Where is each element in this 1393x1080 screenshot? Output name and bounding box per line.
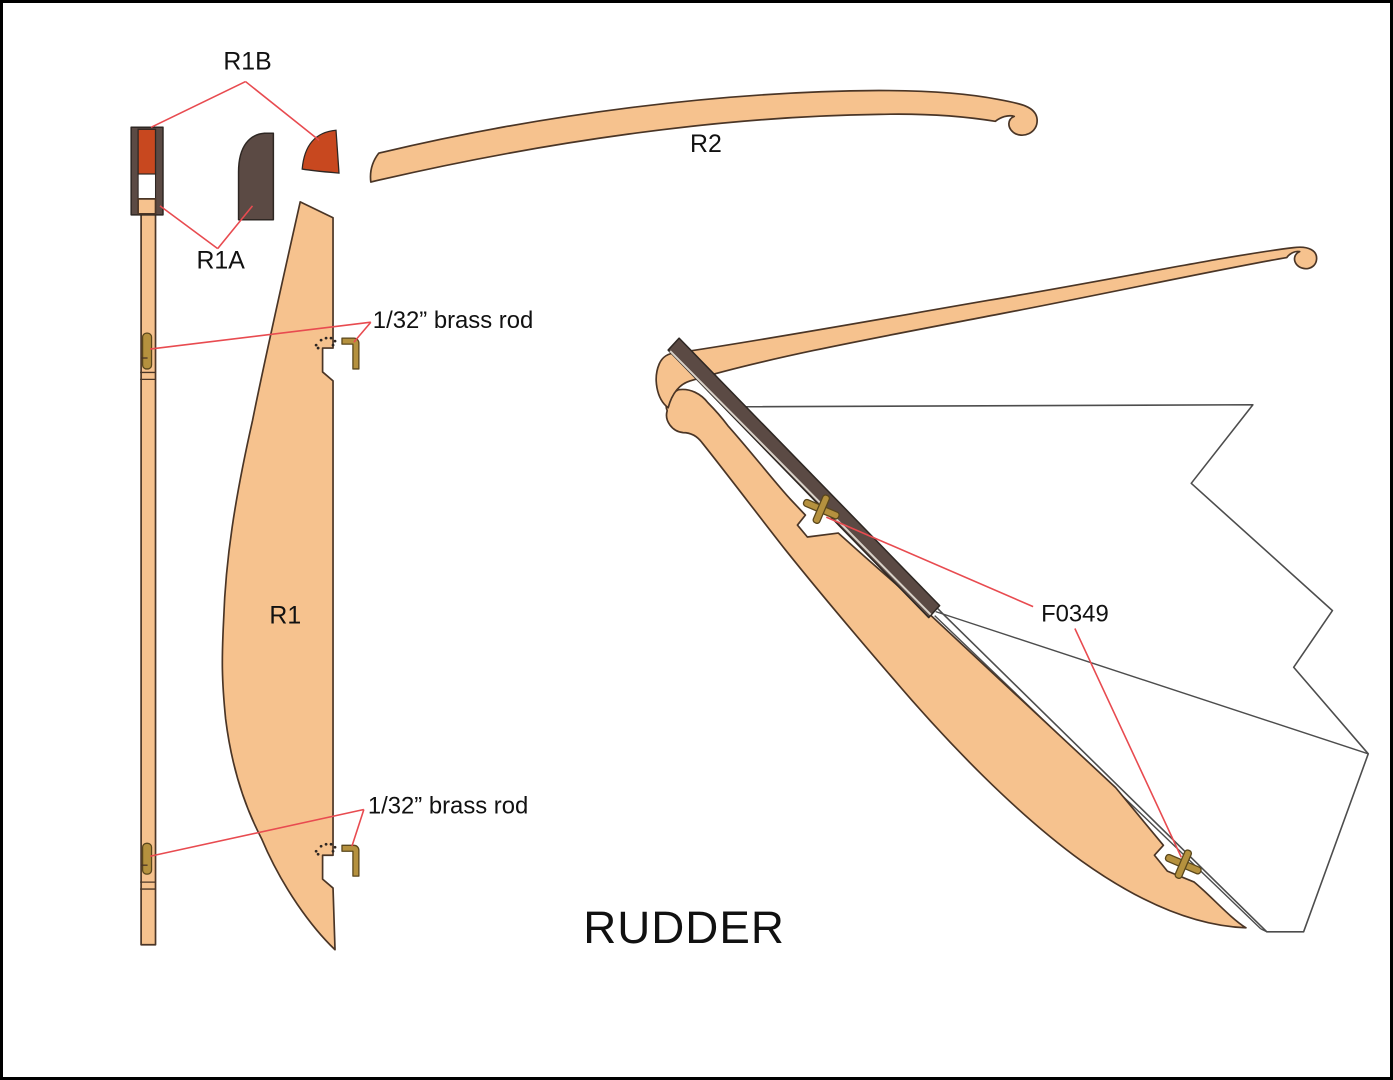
label-r2: R2 (690, 130, 722, 158)
r2-tiller-flat (369, 89, 1038, 183)
brass-bracket-top (341, 337, 360, 370)
sternpost-highlight (669, 350, 932, 616)
rudder-post-rod (140, 198, 157, 946)
slot-end-cap (1260, 928, 1268, 933)
label-brass-rod-bottom: 1/32” brass rod (368, 792, 528, 819)
drill-dots-top (314, 336, 337, 350)
label-f0349: F0349 (1041, 601, 1109, 628)
rod-in-frame (137, 198, 157, 215)
leader-brass-rod-bottom (149, 808, 365, 858)
leader-r1a (159, 205, 254, 250)
hull-stern-outline (740, 403, 1370, 933)
leader-f0349 (825, 516, 1183, 858)
label-r1a: R1A (196, 247, 245, 275)
drill-dots-bottom (314, 842, 337, 856)
rudder-plan-svg: R1B R1A R1 1/32” brass rod 1/32” brass r… (130, 48, 1370, 953)
brass-fitting-upper (802, 494, 840, 524)
hull-counter-line (935, 610, 1369, 755)
r1a-piece (237, 132, 275, 221)
r1-blade (221, 201, 336, 951)
assembled-rudder-blade (665, 388, 1247, 929)
r1b-piece (301, 129, 340, 174)
assembled-view: F0349 (655, 246, 1370, 933)
flat-parts-view: R1B R1A R1 1/32” brass rod 1/32” brass r… (130, 48, 533, 951)
brass-bracket-bottom (341, 844, 360, 877)
label-r1: R1 (269, 602, 301, 630)
sternpost-strip (667, 337, 941, 619)
frame-slot (137, 173, 157, 200)
brass-fitting-lower (1164, 849, 1202, 879)
leader-brass-rod-top (149, 321, 372, 350)
page-title: RUDDER (583, 902, 785, 953)
label-r1b: R1B (223, 48, 271, 76)
assembled-tiller (655, 246, 1318, 409)
r1b-insert (137, 128, 157, 175)
brass-pin-bottom (141, 842, 153, 875)
label-brass-rod-top: 1/32” brass rod (373, 307, 533, 334)
brass-pin-top (141, 332, 153, 370)
r2-flat-view: R2 (369, 89, 1038, 183)
leader-r1b (150, 80, 320, 141)
